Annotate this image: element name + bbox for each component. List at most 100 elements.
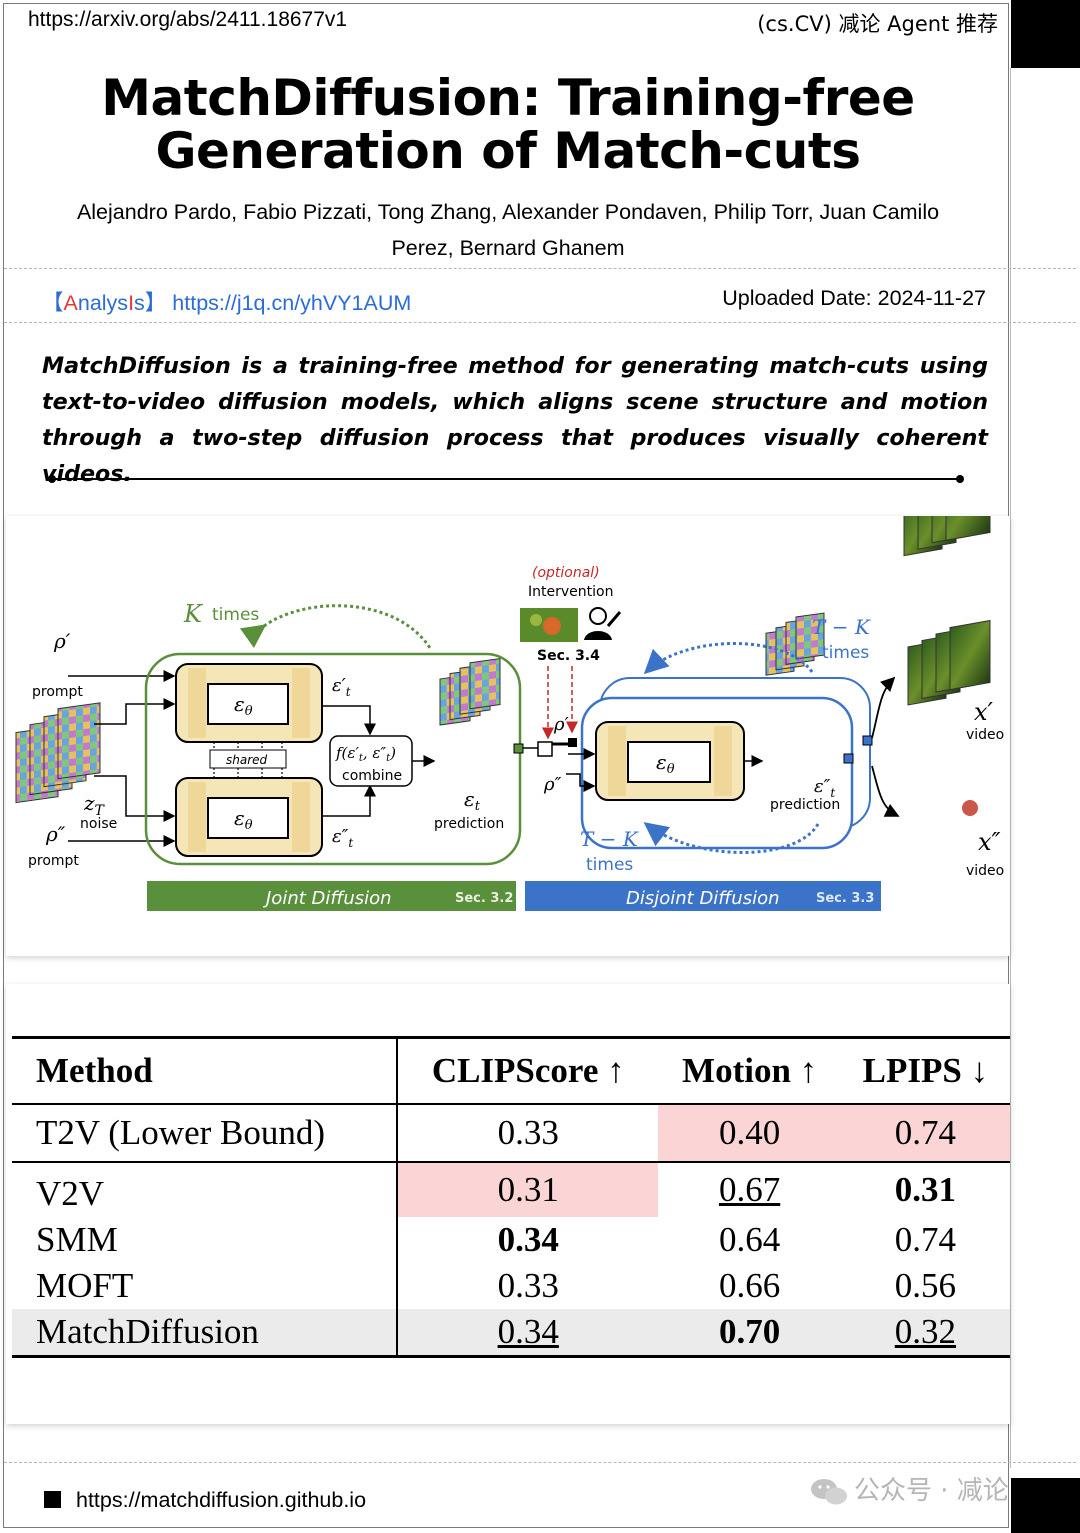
svg-text:ρ′: ρ′	[53, 629, 71, 653]
column-header: Motion ↑	[682, 1051, 818, 1090]
divider-dot	[956, 475, 964, 483]
disjoint-sec-label: Sec. 3.3	[816, 891, 874, 906]
dashed-divider	[4, 268, 1076, 269]
column-header: LPIPS ↓	[862, 1051, 989, 1090]
combine-label: combine	[342, 768, 402, 784]
divider-dot	[48, 475, 56, 483]
results-table-card: Method CLIPScore ↑ Motion ↑ LPIPS ↓ T2V …	[6, 984, 1010, 1424]
dashed-divider	[4, 1462, 1076, 1463]
lpips-cell: 0.31	[840, 1161, 1010, 1217]
title-line: MatchDiffusion: Training-free	[101, 69, 915, 127]
section-divider	[52, 478, 960, 480]
analysis-link[interactable]: https://j1q.cn/yhVY1AUM	[172, 291, 412, 315]
analysis-label: nalys	[77, 291, 129, 315]
bracket: 【	[42, 291, 64, 315]
wechat-icon	[811, 1478, 847, 1504]
joint-diffusion-label: Joint Diffusion	[263, 888, 392, 909]
lpips-cell: 0.32	[840, 1309, 1010, 1357]
motion-cell: 0.66	[718, 1266, 781, 1305]
results-table: Method CLIPScore ↑ Motion ↑ LPIPS ↓ T2V …	[12, 1036, 1010, 1358]
method-cell: MatchDiffusion	[12, 1309, 398, 1357]
method-cell: T2V (Lower Bound)	[12, 1103, 398, 1162]
analysis-label: s	[134, 291, 145, 315]
authors-line: Perez, Bernard Ghanem	[391, 236, 625, 260]
table-row: MatchDiffusion 0.34 0.70 0.32	[12, 1309, 1010, 1357]
table-row: V2V 0.31 0.67 0.31	[12, 1161, 1010, 1217]
prediction-frames	[439, 658, 501, 726]
svg-text:ρ″: ρ″	[543, 774, 562, 795]
times-label: times	[822, 643, 869, 663]
table-row: SMM 0.34 0.64 0.74	[12, 1217, 1010, 1263]
clipscore-cell: 0.33	[397, 1103, 659, 1162]
wechat-watermark: 公众号 · 减论	[810, 1470, 1009, 1507]
joint-diffusion-box	[144, 652, 522, 866]
svg-text:x″: x″	[978, 828, 1001, 856]
video-label: video	[966, 863, 1004, 879]
bracket: 】	[144, 291, 167, 315]
svg-text:ε′t: ε′t	[332, 675, 351, 699]
joint-sec-label: Sec. 3.2	[455, 891, 513, 906]
svg-text:ε″t: ε″t	[814, 776, 835, 800]
intervention-label: Intervention	[528, 584, 613, 600]
sec34-label: Sec. 3.4	[537, 648, 600, 664]
arxiv-url[interactable]: https://arxiv.org/abs/2411.18677v1	[28, 8, 348, 31]
column-header: Method	[12, 1037, 398, 1104]
motion-cell: 0.70	[658, 1309, 841, 1357]
table-row: MOFT 0.33 0.66 0.56	[12, 1263, 1010, 1309]
corner-block	[1011, 0, 1080, 68]
t-minus-k-label: T − K	[812, 615, 871, 639]
dashed-divider	[4, 322, 1076, 323]
svg-text:εt: εt	[464, 787, 481, 814]
prompt-label: prompt	[32, 684, 83, 700]
noise-frames	[15, 702, 101, 804]
times-label: times	[586, 855, 633, 875]
svg-text:ε″t: ε″t	[332, 826, 353, 850]
authors-line: Alejandro Pardo, Fabio Pizzati, Tong Zha…	[76, 200, 940, 224]
motion-cell: 0.67	[658, 1161, 841, 1217]
category-tag: (cs.CV) 减论 Agent 推荐	[757, 12, 998, 36]
output-video-frames	[907, 619, 991, 816]
disjoint-diffusion-bar	[525, 881, 881, 911]
method-cell: MOFT	[12, 1263, 398, 1309]
svg-text:ρ′: ρ′	[553, 714, 569, 735]
clipscore-cell: 0.34	[397, 1309, 659, 1357]
upload-date: Uploaded Date: 2024-11-27	[722, 286, 986, 310]
summary: MatchDiffusion is a training-free method…	[42, 353, 988, 487]
k-times-label: times	[212, 605, 259, 625]
svg-text:K: K	[183, 600, 204, 628]
noise-label: noise	[80, 816, 117, 832]
t-minus-k-label: T − K	[580, 827, 639, 851]
lpips-cell: 0.74	[840, 1103, 1010, 1162]
analysis-label: I	[128, 291, 135, 315]
motion-cell: 0.40	[658, 1103, 841, 1162]
svg-text:ρ″: ρ″	[45, 822, 66, 846]
clipscore-cell: 0.34	[497, 1220, 559, 1259]
clipscore-cell: 0.33	[497, 1266, 559, 1305]
wechat-label: 公众号 · 减论	[854, 1476, 1009, 1506]
lpips-cell: 0.56	[894, 1266, 956, 1305]
method-cell: SMM	[12, 1217, 398, 1263]
project-url[interactable]: https://matchdiffusion.github.io	[76, 1488, 367, 1512]
optional-label: (optional)	[532, 565, 600, 581]
output-video-frames	[903, 516, 991, 672]
analysis-link-row[interactable]: 【AnalysIs】 https://j1q.cn/yhVY1AUM	[42, 286, 411, 317]
right-rule	[1010, 68, 1011, 1468]
authors: Alejandro Pardo, Fabio Pizzati, Tong Zha…	[20, 194, 996, 266]
prediction-label: prediction	[434, 816, 504, 832]
prediction-label: prediction	[770, 797, 840, 813]
column-header: CLIPScore ↑	[431, 1051, 625, 1090]
person-icon	[584, 607, 622, 640]
video-label: video	[966, 727, 1004, 743]
disjoint-diffusion-label: Disjoint Diffusion	[626, 888, 780, 909]
svg-text:f(ε′t, ε″t): f(ε′t, ε″t)	[335, 744, 396, 764]
title-line: Generation of Match-cuts	[155, 122, 861, 180]
prediction-frames	[765, 612, 825, 676]
method-figure: ρ′ prompt zT noise ρ″ prompt K times εθ …	[6, 516, 1010, 956]
method-cell: V2V	[12, 1161, 398, 1217]
shared-label: shared	[226, 753, 268, 767]
analysis-label: A	[63, 291, 78, 315]
joint-diffusion-bar	[147, 881, 516, 911]
svg-text:zT: zT	[83, 791, 106, 819]
motion-cell: 0.64	[718, 1220, 781, 1259]
svg-text:x′: x′	[974, 698, 994, 726]
